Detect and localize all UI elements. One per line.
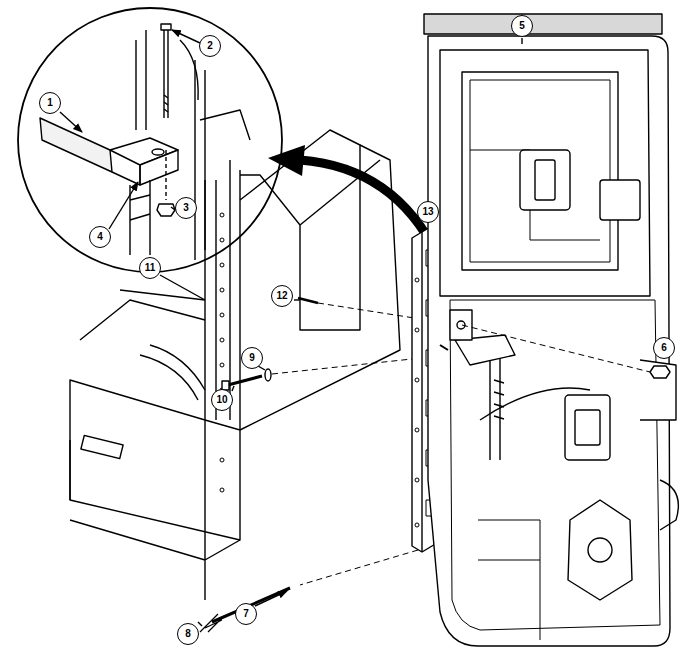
callout-number: 3 xyxy=(175,197,197,219)
callout-number: 12 xyxy=(271,285,293,307)
callout-number: 5 xyxy=(511,15,533,37)
callout-number: 4 xyxy=(89,226,111,248)
door xyxy=(424,14,678,646)
callout-number: 11 xyxy=(139,257,161,279)
callout-number: 7 xyxy=(235,603,257,625)
callout-number: 1 xyxy=(39,92,61,114)
callout-number: 2 xyxy=(199,35,221,57)
callout-number: 6 xyxy=(653,337,675,359)
hinge-detail xyxy=(40,24,250,260)
callout-number: 13 xyxy=(417,201,439,223)
callout-number: 10 xyxy=(211,389,233,411)
cab-body xyxy=(70,130,400,600)
callout-number: 8 xyxy=(177,623,199,645)
callout-number: 9 xyxy=(241,347,263,369)
detail-circle xyxy=(18,8,282,272)
